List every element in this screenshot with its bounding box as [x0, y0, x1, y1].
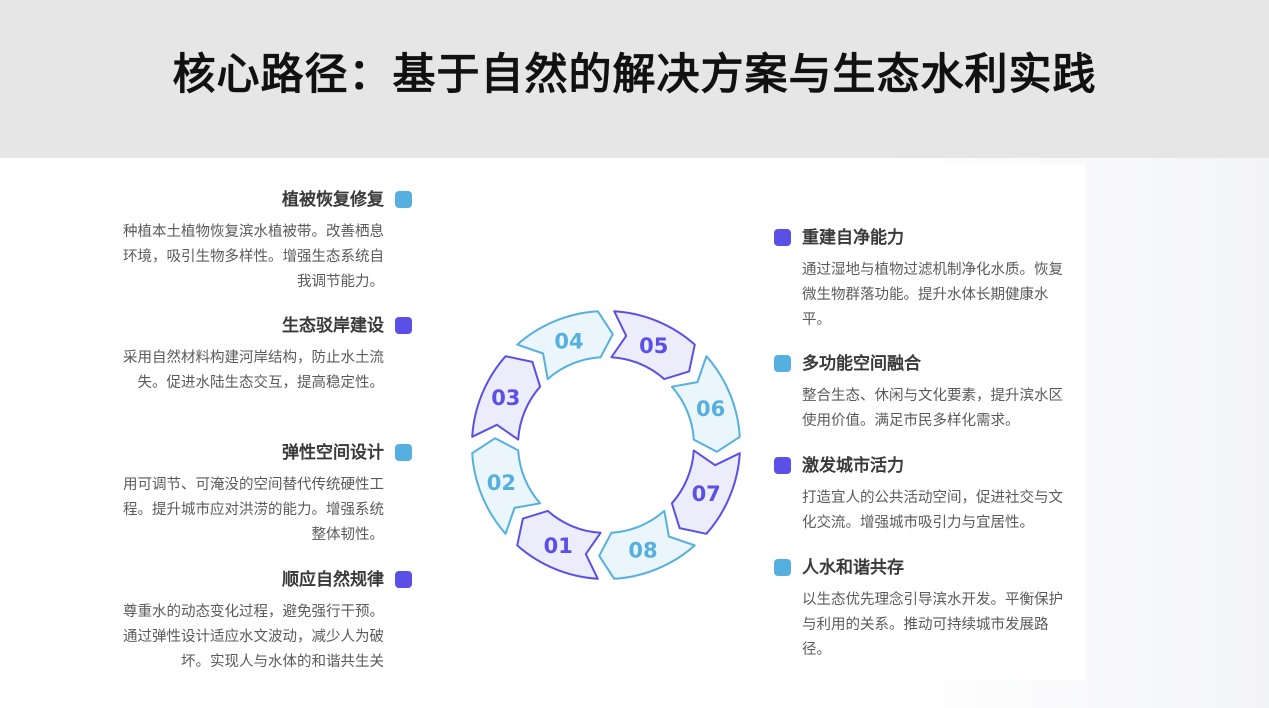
left-item-3: 弹性空间设计 用可调节、可淹没的空间替代传统硬性工程。提升城市应对洪涝的能力。增… — [112, 441, 412, 548]
item-body: 整合生态、休闲与文化要素，提升滨水区使用价值。满足市民多样化需求。 — [802, 388, 1063, 429]
item-title: 顺应自然规律 — [282, 570, 384, 590]
left-item-2: 生态驳岸建设 采用自然材料构建河岸结构，防止水土流失。促进水陆生态交互，提高稳定… — [112, 314, 412, 396]
item-title: 生态驳岸建设 — [282, 316, 384, 336]
square-marker-icon — [774, 457, 791, 474]
item-body: 种植本土植物恢复滨水植被带。改善栖息环境，吸引生物多样性。增强生态系统自我调节能… — [123, 224, 384, 290]
square-marker-icon — [774, 559, 791, 576]
item-title: 重建自净能力 — [802, 228, 904, 248]
right-item-2: 多功能空间融合 整合生态、休闲与文化要素，提升滨水区使用价值。满足市民多样化需求… — [774, 352, 1076, 434]
item-title: 人水和谐共存 — [802, 558, 904, 578]
square-marker-icon — [395, 444, 412, 461]
right-item-4: 人水和谐共存 以生态优先理念引导滨水开发。平衡保护与利用的关系。推动可持续城市发… — [774, 556, 1076, 663]
item-body: 采用自然材料构建河岸结构，防止水土流失。促进水陆生态交互，提高稳定性。 — [123, 350, 384, 391]
page-title: 核心路径：基于自然的解决方案与生态水利实践 — [172, 50, 1097, 100]
item-body: 通过湿地与植物过滤机制净化水质。恢复微生物群落功能。提升水体长期健康水平。 — [802, 262, 1063, 328]
item-title: 弹性空间设计 — [282, 443, 384, 463]
content-panel — [85, 165, 1085, 680]
left-item-1: 植被恢复修复 种植本土植物恢复滨水植被带。改善栖息环境，吸引生物多样性。增强生态… — [112, 188, 412, 295]
item-title: 激发城市活力 — [802, 456, 904, 476]
item-body: 打造宜人的公共活动空间，促进社交与文化交流。增强城市吸引力与宜居性。 — [802, 490, 1063, 531]
header-band — [0, 0, 1269, 158]
item-body: 尊重水的动态变化过程，避免强行干预。通过弹性设计适应水文波动，减少人为破坏。实现… — [123, 604, 384, 670]
item-title: 多功能空间融合 — [802, 354, 921, 374]
item-body: 以生态优先理念引导滨水开发。平衡保护与利用的关系。推动可持续城市发展路径。 — [802, 592, 1063, 658]
square-marker-icon — [774, 229, 791, 246]
square-marker-icon — [774, 355, 791, 372]
square-marker-icon — [395, 317, 412, 334]
item-title: 植被恢复修复 — [282, 190, 384, 210]
left-item-4: 顺应自然规律 尊重水的动态变化过程，避免强行干预。通过弹性设计适应水文波动，减少… — [112, 568, 412, 676]
square-marker-icon — [395, 191, 412, 208]
item-body: 用可调节、可淹没的空间替代传统硬性工程。提升城市应对洪涝的能力。增强系统整体韧性… — [123, 477, 384, 543]
square-marker-icon — [395, 571, 412, 588]
right-item-1: 重建自净能力 通过湿地与植物过滤机制净化水质。恢复微生物群落功能。提升水体长期健… — [774, 226, 1076, 333]
right-item-3: 激发城市活力 打造宜人的公共活动空间，促进社交与文化交流。增强城市吸引力与宜居性… — [774, 454, 1076, 536]
